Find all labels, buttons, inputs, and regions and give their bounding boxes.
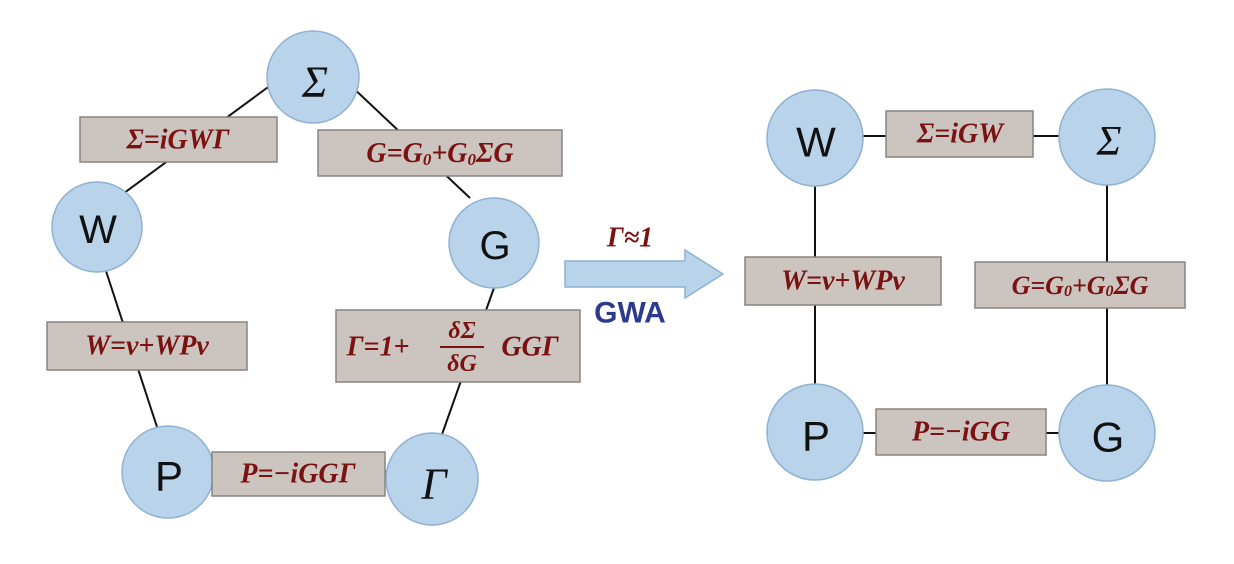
node-g: G: [448, 197, 540, 289]
node-sigma: Σ: [266, 30, 360, 124]
equation-w-left: W=v+WPv: [46, 321, 248, 371]
node-sigma-label: Σ: [301, 58, 328, 107]
right-node-g: G: [1058, 384, 1156, 482]
right-node-sigma-label: Σ: [1096, 119, 1122, 165]
equation-vertex: Γ=1+ δΣ δG GGΓ: [335, 309, 581, 383]
node-gamma-label: Γ: [420, 460, 448, 509]
node-w: W: [51, 181, 143, 273]
equation-p-left: P=−iGGΓ: [211, 451, 386, 497]
right-equation-dyson: G=G0+G0ΣG: [974, 261, 1186, 309]
right-equation-dyson-text: G=G0+G0ΣG: [1012, 271, 1149, 300]
equation-sigma-igwgamma: Σ=iGWΓ: [79, 116, 278, 163]
gwa-condition: Γ≈1: [606, 223, 653, 254]
equation-p-left-text: P=−iGGΓ: [239, 459, 356, 490]
right-node-p-label: P: [802, 413, 830, 460]
equation-vertex-prefix: Γ=1+: [346, 332, 410, 363]
right-equation-w-text: W=v+WPv: [781, 266, 905, 297]
right-node-sigma: Σ: [1058, 88, 1156, 186]
gwa-label: GWA: [594, 297, 666, 330]
right-equation-p-text: P=−iGG: [911, 417, 1010, 448]
equation-sigma-text: Σ=iGWΓ: [125, 125, 230, 156]
equation-dyson-left: G=G0+G0ΣG: [317, 129, 563, 177]
equation-w-left-text: W=v+WPv: [85, 331, 209, 362]
equation-vertex-denominator: δG: [447, 351, 477, 377]
node-p: P: [121, 425, 215, 519]
equation-dyson-left-text: G=G0+G0ΣG: [366, 138, 513, 169]
node-p-label: P: [155, 453, 183, 500]
equation-vertex-tail: GGΓ: [501, 332, 559, 363]
right-node-p: P: [766, 383, 864, 481]
right-equation-w: W=v+WPv: [744, 256, 942, 306]
gwa-transition: Γ≈1 GWA: [564, 223, 725, 330]
node-g-label: G: [479, 224, 510, 268]
arrow-right-icon: [564, 248, 725, 300]
node-w-label: W: [79, 208, 117, 252]
right-node-w: W: [766, 89, 864, 187]
equation-vertex-numerator: δΣ: [448, 318, 475, 344]
right-equation-p: P=−iGG: [875, 408, 1047, 456]
right-node-g-label: G: [1092, 414, 1125, 461]
right-node-w-label: W: [796, 119, 836, 166]
right-equation-sigma: Σ=iGW: [885, 110, 1034, 158]
right-equation-sigma-text: Σ=iGW: [916, 119, 1005, 150]
node-gamma: Γ: [385, 432, 479, 526]
